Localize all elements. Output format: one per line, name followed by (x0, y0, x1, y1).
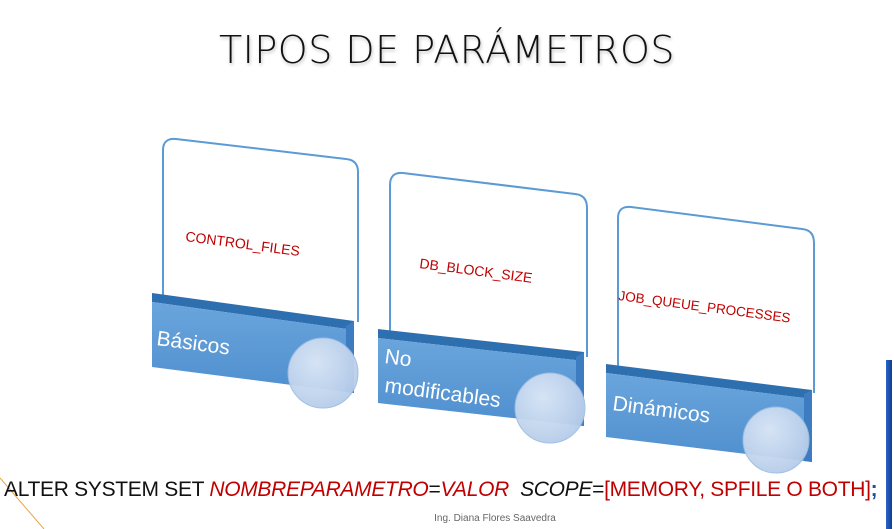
circle-basicos (287, 337, 359, 409)
box-top-no-modificables (378, 329, 584, 361)
card-basicos (162, 137, 359, 322)
card-dinamicos (617, 205, 815, 393)
circle-no-modificables (514, 372, 586, 444)
cmd-eq1: = (428, 478, 441, 501)
corner-accent-bar (886, 360, 892, 529)
category-no-modificables: DB_BLOCK_SIZE No modificables (378, 171, 588, 444)
label-no-modificables-line1: No (383, 345, 413, 371)
corner-decoration-line (0, 477, 45, 529)
slide-title: TIPOS DE PARÁMETROS (218, 28, 676, 72)
cmd-scope-keyword: SCOPE (520, 478, 593, 501)
circle-dinamicos (742, 406, 810, 474)
box-top-dinamicos (606, 364, 812, 399)
cmd-eq2: = (592, 478, 605, 501)
category-basicos: CONTROL_FILES Básicos (152, 137, 359, 409)
cmd-prefix: ALTER SYSTEM SET (4, 478, 210, 501)
cmd-param: NOMBREPARAMETRO (209, 478, 429, 501)
box-top-basicos (152, 293, 354, 330)
card-no-modificables (389, 171, 588, 357)
cmd-semicolon: ; (870, 478, 878, 501)
alter-system-command: ALTER SYSTEM SET NOMBREPARAMETRO=VALOR S… (4, 478, 878, 502)
category-dinamicos: JOB_QUEUE_PROCESSES Dinámicos (606, 205, 815, 474)
slide-footer: Ing. Diana Flores Saavedra (434, 513, 556, 524)
cmd-gap (509, 478, 520, 501)
cmd-scope-options: [MEMORY, SPFILE O BOTH] (604, 478, 871, 501)
cmd-value: VALOR (440, 478, 509, 501)
